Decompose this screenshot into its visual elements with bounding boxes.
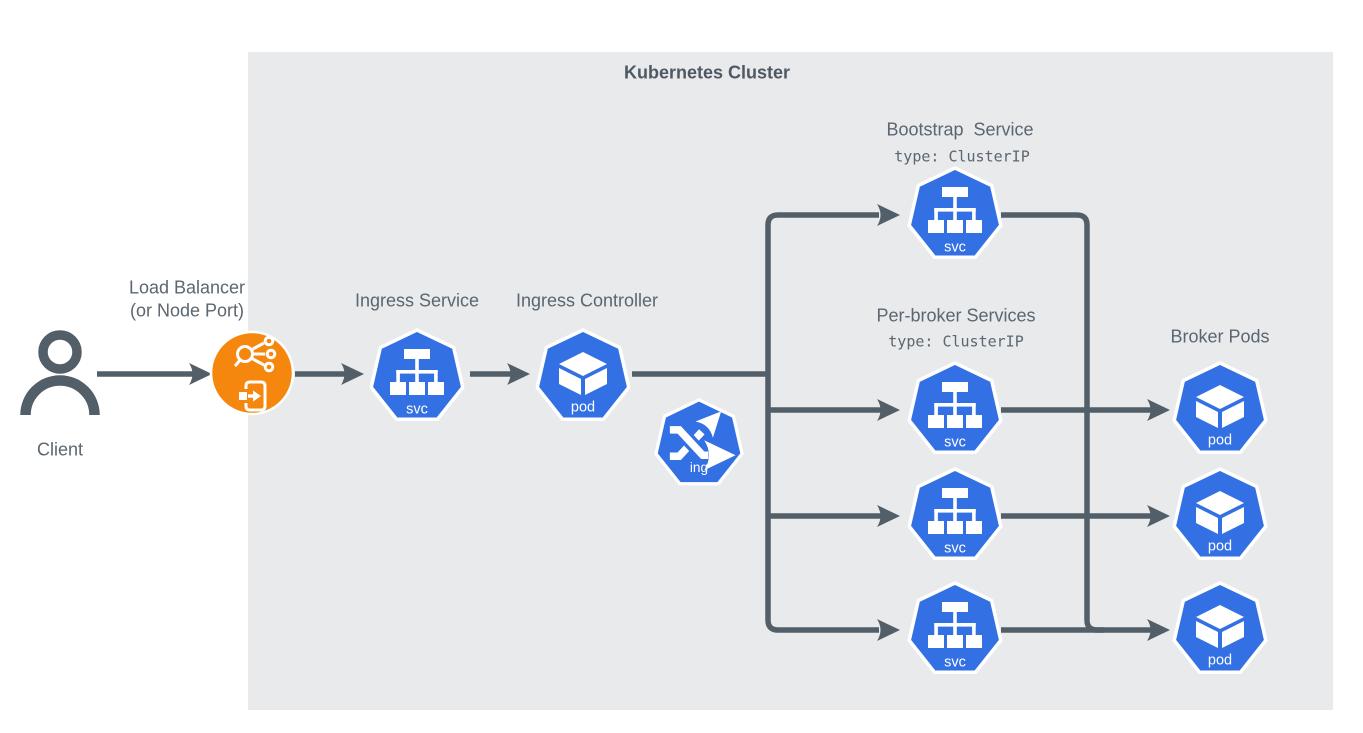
- page-title: Kubernetes Cluster: [623, 62, 791, 83]
- person-icon: [20, 330, 100, 416]
- broker-pods-label: Broker Pods: [1170, 326, 1270, 347]
- load-balancer-node: [209, 330, 295, 416]
- per-broker-service-node-3: svc: [907, 581, 1003, 675]
- client-label: Client: [36, 439, 84, 460]
- ingress-controller-label: Ingress Controller: [515, 290, 659, 311]
- per-broker-service-node-2: svc: [907, 467, 1003, 561]
- per-broker-service-node-1: svc: [907, 361, 1003, 455]
- ingress-service-label: Ingress Service: [354, 290, 480, 311]
- node-badge: pod: [1208, 433, 1232, 449]
- node-badge: pod: [571, 400, 595, 416]
- ingress-service-node: svc: [369, 328, 465, 422]
- arrowhead: [877, 204, 900, 226]
- person-head: [38, 330, 82, 374]
- node-badge: svc: [944, 435, 966, 451]
- node-badge: svc: [944, 240, 966, 256]
- ingress-shuffle-icon: [669, 403, 736, 471]
- bootstrap-service-label: Bootstrap Service: [886, 119, 1034, 140]
- node-badge: pod: [1208, 539, 1232, 555]
- connectors: [97, 204, 1170, 641]
- bootstrap-service-type: type: ClusterIP: [894, 147, 1030, 166]
- node-badge: svc: [944, 541, 966, 557]
- load-balancer-label-line2: (or Node Port): [129, 300, 245, 321]
- broker-pod-node-3: pod: [1172, 581, 1268, 675]
- load-balancer-icon: [233, 335, 277, 373]
- ingress-controller-node: pod: [535, 328, 631, 422]
- sign-in-icon: [239, 380, 267, 412]
- per-broker-services-label: Per-broker Services: [876, 305, 1036, 326]
- node-badge: ing: [690, 460, 708, 475]
- node-badge: pod: [1208, 653, 1232, 669]
- bootstrap-service-downlink: [1001, 212, 1104, 633]
- load-balancer-circle: [209, 330, 295, 416]
- broker-pod-node-1: pod: [1172, 361, 1268, 455]
- arrowhead: [877, 619, 900, 641]
- per-broker-services-type: type: ClusterIP: [888, 332, 1024, 351]
- node-badge: svc: [406, 402, 428, 418]
- load-balancer-label-line1: Load Balancer: [128, 277, 246, 298]
- person-shoulders: [20, 375, 100, 416]
- node-badge: svc: [944, 655, 966, 671]
- broker-pod-node-2: pod: [1172, 467, 1268, 561]
- trunk-branch-line: [765, 212, 879, 633]
- ingress-resource-node: ing: [654, 398, 744, 486]
- bootstrap-service-node: svc: [907, 166, 1003, 260]
